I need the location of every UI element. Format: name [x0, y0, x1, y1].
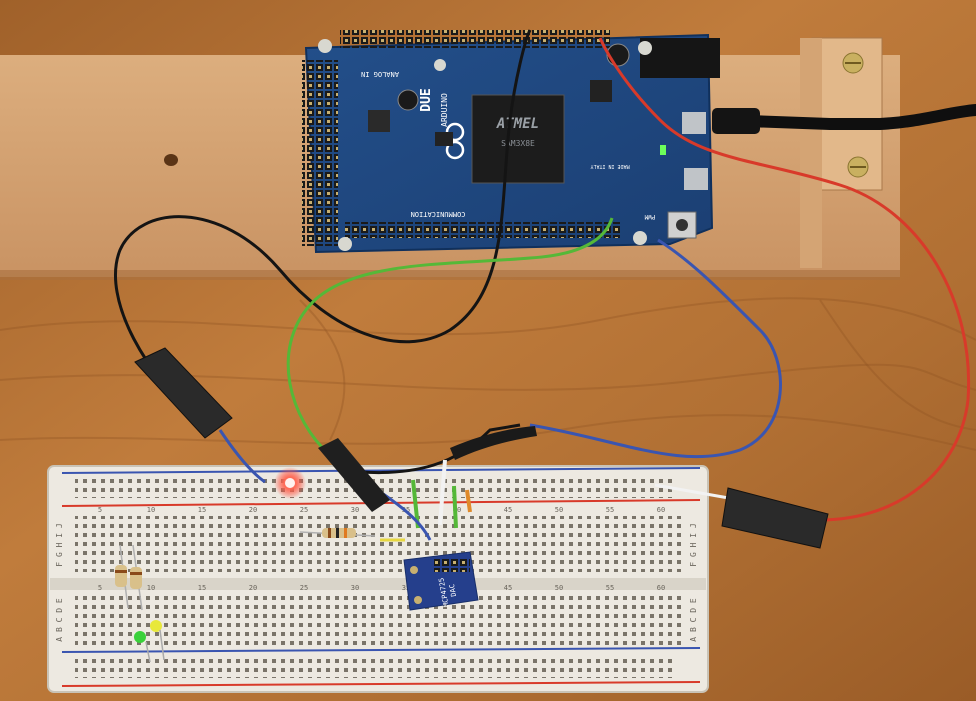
column-number: 45	[504, 584, 512, 592]
column-number: 15	[198, 506, 206, 514]
wood-grain	[0, 297, 976, 451]
resistor	[130, 544, 143, 611]
small-ic	[435, 132, 453, 146]
column-number: 60	[657, 584, 665, 592]
jumper-orange	[465, 489, 472, 513]
board-standoff	[638, 41, 652, 55]
wire-blue	[218, 429, 266, 484]
column-number: 50	[555, 506, 563, 514]
power-rail-red-bottom	[61, 681, 701, 687]
column-number: 50	[555, 584, 563, 592]
mcp4725-dac-module: MCP4725 DAC	[403, 551, 479, 611]
terminal-holes-top	[75, 516, 685, 572]
wire-black	[339, 423, 521, 475]
column-number: 55	[606, 584, 614, 592]
micro-usb-port	[684, 168, 708, 190]
resistor	[299, 528, 376, 538]
power-led	[660, 145, 666, 155]
row-labels-bottom: A B C D E	[55, 598, 64, 642]
rail-holes-bottom	[75, 656, 675, 678]
column-number: 20	[249, 584, 257, 592]
board-standoff	[434, 59, 446, 71]
usb-plug	[712, 108, 760, 134]
column-number: 25	[300, 506, 308, 514]
tape-wrapped-connector	[134, 347, 233, 439]
column-number: 20	[249, 506, 257, 514]
analog-header-bottom	[345, 222, 620, 238]
micro-usb-port	[682, 112, 706, 134]
tape-wrapped-connector	[450, 426, 537, 460]
voltage-regulator	[368, 110, 390, 132]
column-number: 30	[351, 506, 359, 514]
power-rail-blue-top	[61, 467, 701, 474]
wire-green	[286, 217, 614, 457]
double-row-header	[302, 60, 338, 246]
tape-wrapped-connector	[318, 438, 390, 512]
wire-red	[598, 37, 971, 522]
column-number: 45	[504, 506, 512, 514]
maker-label: MADE IN ITALY	[590, 163, 629, 169]
green-led	[134, 631, 146, 643]
breadboard: F G H I J A B C D E F G H I J A B C D E …	[47, 465, 709, 693]
column-number: 5	[98, 584, 102, 592]
column-number: 10	[147, 506, 155, 514]
tape-wrapped-connector	[721, 487, 829, 549]
plank-knot-hole	[164, 154, 178, 166]
board-standoff	[338, 237, 352, 251]
column-number: 15	[198, 584, 206, 592]
board-standoff	[633, 231, 647, 245]
dac-type-label: DAC	[448, 583, 458, 597]
usb-cable	[714, 104, 976, 130]
column-number: 10	[147, 584, 155, 592]
power-jack	[640, 38, 720, 78]
arduino-due-board: ATMEL SAM3X8E DUE ARDUINO COMMUNICATION …	[302, 30, 720, 254]
wire-white	[654, 483, 741, 502]
communication-label: COMMUNICATION	[411, 210, 466, 218]
atmel-chip	[471, 94, 565, 184]
column-number: 60	[657, 506, 665, 514]
board-brand-text: ARDUINO	[440, 93, 449, 127]
column-number: 35	[402, 584, 410, 592]
column-number: 25	[300, 584, 308, 592]
analog-in-label: ANALOG IN	[361, 70, 399, 78]
chip-brand-text: ATMEL	[496, 116, 539, 132]
small-ic	[590, 80, 612, 102]
row-labels-top: F G H I J	[55, 523, 64, 566]
capacitor	[397, 89, 419, 111]
column-number: 5	[98, 506, 102, 514]
pwm-label: PWM	[644, 213, 655, 220]
wire-white	[438, 459, 447, 526]
terminal-holes-bottom	[75, 594, 685, 646]
row-labels-bottom-right: A B C D E	[689, 598, 698, 642]
board-standoff	[318, 39, 332, 53]
jumper-green	[452, 485, 458, 529]
board-model-text: DUE	[419, 88, 434, 111]
red-led	[285, 478, 295, 488]
yellow-led	[150, 620, 162, 632]
power-rail-blue-bottom	[61, 647, 701, 653]
wire-black	[114, 29, 532, 422]
row-labels-top-right: F G H I J	[689, 523, 698, 566]
chip-model-text: SAM3X8E	[501, 139, 535, 148]
digital-header-top	[340, 30, 610, 48]
column-number: 30	[351, 584, 359, 592]
wire-blue	[529, 238, 782, 459]
resistor	[115, 544, 129, 609]
column-number: 55	[606, 506, 614, 514]
